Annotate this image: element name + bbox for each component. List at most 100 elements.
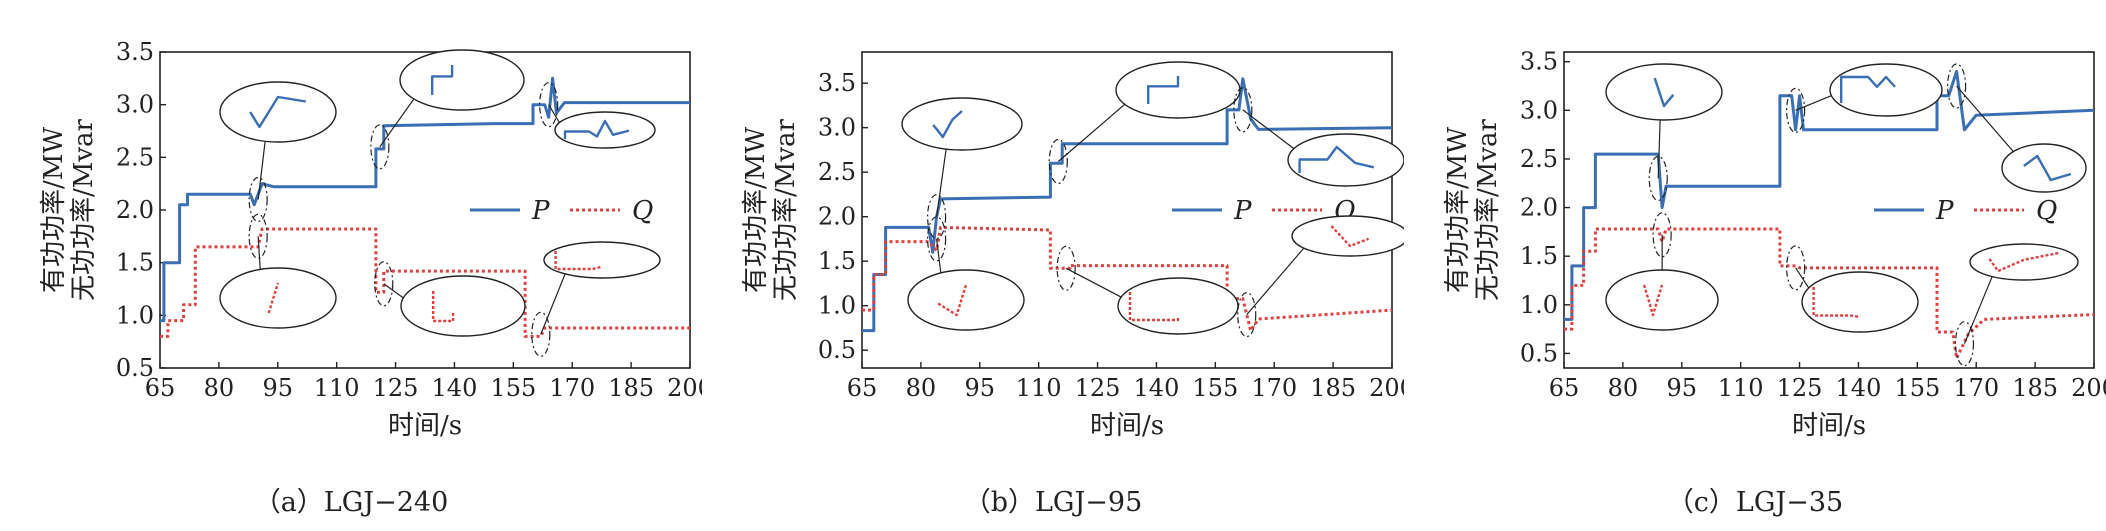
zoom-marker	[1237, 291, 1257, 338]
y-tick-label: 3.0	[116, 91, 154, 119]
x-tick-label: 125	[1777, 374, 1823, 402]
zoom-ellipse	[219, 267, 337, 329]
zoom-ellipse	[907, 269, 1025, 331]
y-tick-label: 2.5	[1520, 145, 1558, 173]
legend-label-Q: Q	[632, 196, 653, 226]
x-tick-label: 155	[490, 374, 536, 402]
plot-frame	[1563, 51, 2095, 369]
y-axis-label-line1: 有功功率/MW	[741, 127, 771, 293]
zoom-marker	[374, 261, 394, 307]
zoom-ellipse	[1115, 61, 1241, 119]
y-tick-label: 1.0	[116, 301, 154, 329]
zoom-marker	[248, 213, 268, 259]
zoom-curve-Q	[1642, 284, 1664, 317]
zoom-connector	[379, 98, 415, 148]
y-axis-label-line2: 无功功率/Mvar	[1473, 118, 1503, 301]
zoom-marker	[539, 82, 559, 128]
zoom-marker	[248, 176, 268, 223]
zoom-marker	[531, 311, 551, 357]
zoom-connector	[1956, 85, 2014, 152]
legend-label-Q: Q	[2036, 196, 2057, 226]
caption-b: （b）LGJ−95	[963, 487, 1143, 518]
zoom-curve-P	[1298, 145, 1375, 173]
chart-a: 6580951101251401551701852000.51.01.52.02…	[39, 38, 702, 441]
zoom-curve-P	[249, 95, 306, 129]
zoom-connector	[383, 283, 404, 299]
zoom-connector	[1246, 247, 1305, 315]
legend-label-P: P	[1935, 196, 1954, 226]
y-axis-label-line2: 无功功率/Mvar	[69, 118, 99, 301]
zoom-connector	[1963, 276, 1993, 344]
y-tick-label: 0.5	[818, 336, 856, 364]
x-axis-label: 时间/s	[388, 411, 462, 441]
x-tick-label: 170	[1953, 374, 1999, 402]
zoom-curve-Q	[1812, 287, 1861, 319]
y-tick-label: 1.5	[116, 249, 154, 277]
x-tick-label: 80	[204, 374, 235, 402]
x-axis-label: 时间/s	[1792, 411, 1866, 441]
x-tick-label: 65	[1549, 374, 1580, 402]
x-tick-label: 155	[1894, 374, 1940, 402]
x-tick-label: 185	[1310, 374, 1356, 402]
x-tick-label: 170	[549, 374, 595, 402]
y-tick-label: 1.5	[1520, 242, 1558, 270]
x-tick-label: 65	[145, 374, 176, 402]
y-tick-label: 2.0	[1520, 194, 1558, 222]
series-line-P	[1564, 69, 2095, 321]
y-tick-label: 1.5	[818, 247, 856, 275]
y-axis-label-line1: 有功功率/MW	[39, 127, 69, 293]
zoom-connector	[257, 236, 261, 270]
chart-b: 6580951101251401551701852000.51.01.52.02…	[741, 51, 1404, 441]
y-tick-label: 2.0	[116, 196, 154, 224]
zoom-ellipse	[219, 81, 337, 143]
zoom-ellipse	[543, 241, 661, 279]
x-tick-label: 125	[373, 374, 419, 402]
zoom-curve-P	[431, 65, 454, 95]
x-tick-label: 110	[1016, 374, 1062, 402]
y-tick-label: 2.0	[818, 203, 856, 231]
zoom-curve-Q	[1988, 251, 2059, 273]
legend-label-P: P	[531, 196, 550, 226]
zoom-ellipse	[399, 49, 525, 111]
y-tick-label: 2.5	[116, 143, 154, 171]
zoom-ellipse	[1605, 269, 1719, 331]
zoom-marker	[1954, 321, 1975, 367]
series-line-Q	[160, 227, 690, 338]
x-tick-label: 125	[1075, 374, 1121, 402]
x-tick-label: 155	[1192, 374, 1238, 402]
zoom-curve-Q	[554, 251, 603, 271]
zoom-connector	[1242, 109, 1295, 150]
x-tick-label: 200	[1369, 374, 1404, 402]
y-tick-label: 0.5	[116, 354, 154, 382]
x-tick-label: 95	[965, 374, 996, 402]
x-tick-label: 95	[263, 374, 294, 402]
y-tick-label: 1.0	[1520, 291, 1558, 319]
caption-c: （c）LGJ−35	[1666, 487, 1844, 518]
x-tick-label: 110	[1718, 374, 1764, 402]
x-tick-label: 200	[2071, 374, 2106, 402]
caption-a: （a）LGJ−240	[253, 487, 449, 518]
zoom-ellipse	[400, 275, 526, 337]
x-tick-label: 65	[847, 374, 878, 402]
zoom-marker	[370, 124, 390, 170]
y-tick-label: 3.0	[1520, 96, 1558, 124]
zoom-marker	[1652, 212, 1672, 258]
x-tick-label: 80	[906, 374, 937, 402]
zoom-ellipse	[1801, 271, 1919, 333]
zoom-connector	[1795, 95, 1832, 111]
zoom-marker	[1946, 63, 1967, 109]
zoom-marker	[1056, 245, 1076, 291]
y-axis-label-line2: 无功功率/Mvar	[771, 118, 801, 301]
zoom-curve-Q	[937, 284, 968, 317]
zoom-connector	[1057, 103, 1126, 162]
y-tick-label: 3.5	[1520, 48, 1558, 76]
zoom-connector	[1065, 267, 1122, 298]
panel-c: 6580951101251401551701852000.51.01.52.02…	[1404, 0, 2106, 531]
zoom-ellipse	[1291, 215, 1404, 257]
zoom-ellipse	[1117, 277, 1239, 335]
x-tick-label: 185	[608, 374, 654, 402]
series-line-Q	[862, 225, 1393, 333]
zoom-connector	[935, 238, 942, 274]
legend-label-P: P	[1233, 196, 1252, 226]
